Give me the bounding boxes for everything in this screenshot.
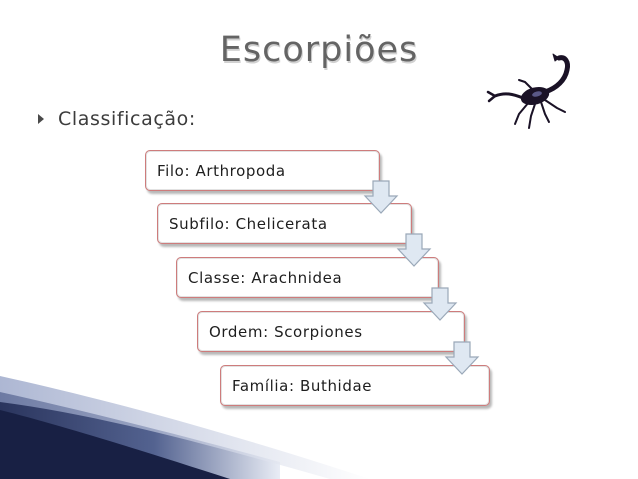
classification-box-familia: Família: Buthidae	[220, 365, 490, 406]
down-arrow-icon	[363, 180, 399, 214]
slide-title: Escorpiões	[219, 30, 419, 70]
classification-box-subfilo: Subfilo: Chelicerata	[157, 203, 412, 244]
down-arrow-icon	[396, 233, 432, 267]
down-arrow-icon	[444, 341, 480, 375]
classification-box-ordem: Ordem: Scorpiones	[197, 311, 465, 352]
bullet-classificacao: Classificação:	[38, 105, 196, 133]
bullet-arrow-icon	[38, 114, 44, 124]
bullet-text: Classificação:	[58, 108, 196, 130]
classification-box-classe: Classe: Arachnidea	[176, 257, 439, 298]
classification-box-filo: Filo: Arthropoda	[145, 150, 380, 191]
scorpion-icon	[486, 53, 570, 129]
title-shadow: Escorpiões	[220, 32, 420, 72]
down-arrow-icon	[422, 287, 458, 321]
